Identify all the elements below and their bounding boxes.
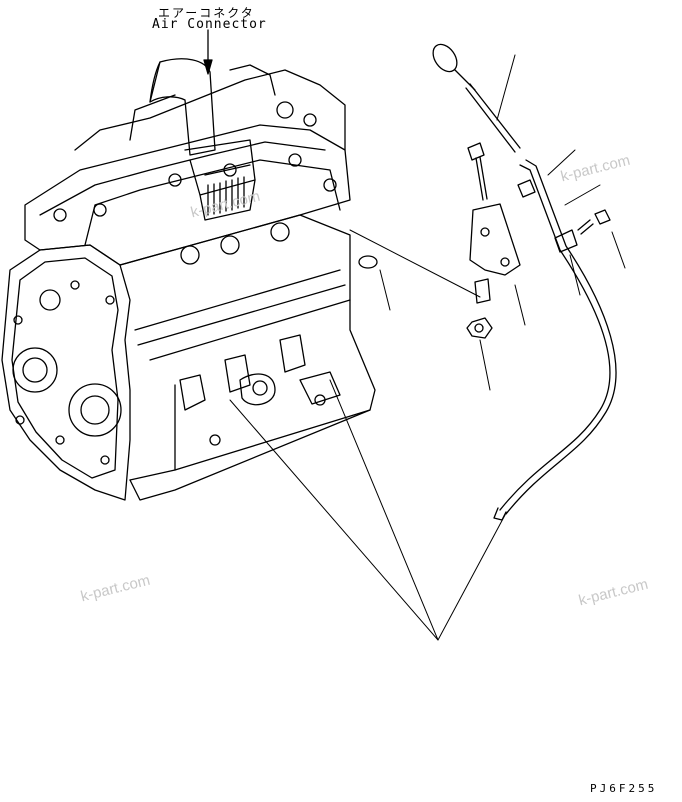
drawing-code: PJ6F255	[590, 782, 658, 795]
bracket-and-bolts	[358, 142, 611, 339]
air-connector-label-english: Air Connector	[152, 17, 267, 32]
dipstick-assembly	[432, 43, 617, 521]
air-connector-label-japanese: エアーコネクタ	[158, 6, 255, 20]
engine-block	[1, 29, 376, 501]
leader-lines	[229, 54, 626, 641]
